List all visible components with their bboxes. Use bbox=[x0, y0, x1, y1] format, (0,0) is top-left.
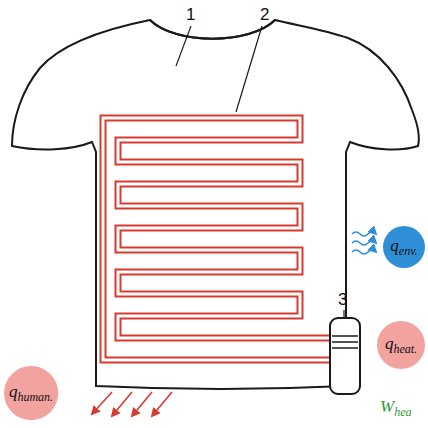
symbol-letter: q bbox=[385, 334, 394, 353]
wavy-arrow bbox=[352, 241, 376, 245]
symbol-subscript: env. bbox=[399, 244, 418, 258]
circle-fill bbox=[377, 321, 425, 369]
heater-band bbox=[332, 347, 358, 349]
wavy-arrow bbox=[352, 232, 376, 236]
wavy-arrow bbox=[352, 250, 376, 254]
leader-line bbox=[343, 310, 344, 317]
collar-line bbox=[150, 20, 275, 39]
leader-line bbox=[176, 26, 191, 66]
symbol-letter: q bbox=[9, 382, 18, 401]
symbol-subscript: human. bbox=[17, 390, 53, 404]
callout-number: 2 bbox=[260, 6, 269, 23]
leader-line bbox=[236, 26, 262, 112]
callout-number: 3 bbox=[338, 291, 347, 308]
heat-arrow bbox=[112, 392, 132, 416]
heat-arrow bbox=[152, 392, 172, 416]
heat-symbol: qenv. bbox=[390, 237, 417, 257]
tube-bore bbox=[103, 118, 335, 360]
heat-symbol: qhuman. bbox=[9, 383, 53, 403]
heat-arrow bbox=[92, 392, 112, 414]
body-heat-arrows bbox=[92, 392, 172, 416]
tube-wall bbox=[103, 118, 335, 360]
symbol-letter: q bbox=[390, 236, 399, 255]
environment-heat-circle: qenv. bbox=[382, 225, 426, 269]
heater-band bbox=[332, 335, 358, 337]
heat-arrow bbox=[132, 392, 152, 416]
symbol-letter: W bbox=[380, 397, 394, 416]
symbol-subscript: hea bbox=[394, 405, 411, 419]
circle-fill bbox=[383, 226, 425, 268]
heating-tube bbox=[103, 118, 335, 360]
symbol-subscript: heat. bbox=[393, 342, 417, 356]
power-symbol: Whea bbox=[380, 398, 412, 418]
heat-loss-arrows bbox=[352, 232, 376, 254]
circle-fill bbox=[4, 366, 58, 420]
heater-body bbox=[330, 318, 360, 394]
human-heat-circle: qhuman. bbox=[3, 365, 59, 421]
heater-device bbox=[330, 318, 360, 394]
heater-heat-circle: qheat. bbox=[376, 320, 426, 370]
callout-number: 1 bbox=[186, 6, 195, 23]
heater-band bbox=[332, 341, 358, 343]
heat-symbol: qheat. bbox=[385, 335, 417, 355]
